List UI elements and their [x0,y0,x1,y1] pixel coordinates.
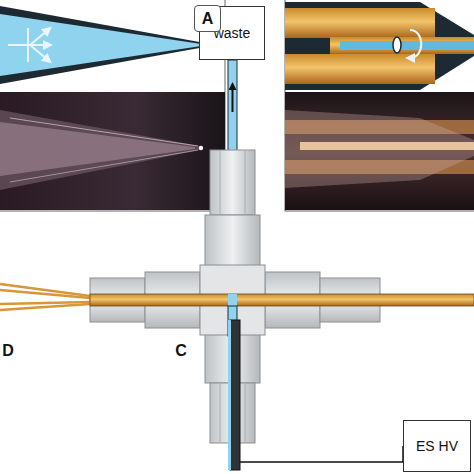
panel-letter: D [0,340,16,362]
node-text: ES HV [416,438,458,454]
panel-letter: C [172,340,190,362]
panel-letter: A [194,5,221,32]
label-box: ES HV [403,420,471,472]
